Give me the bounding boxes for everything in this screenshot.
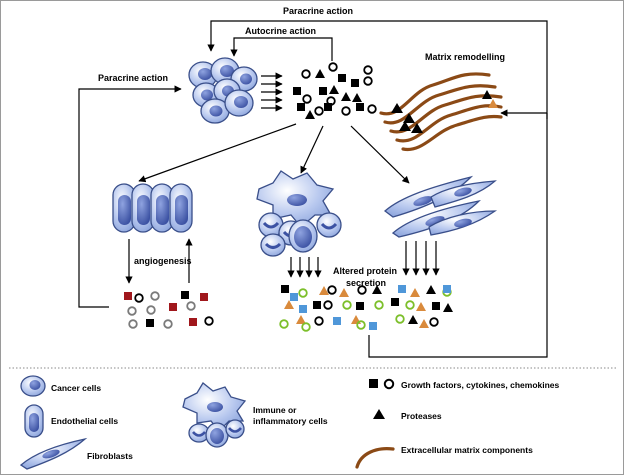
factor-cloud-bottom <box>279 285 453 332</box>
altered-protein-label-1: Altered protein <box>333 266 397 276</box>
paracrine-left-loop <box>78 85 182 308</box>
secretion-arrows-top <box>261 72 283 112</box>
secretion-arrows-right <box>402 241 440 276</box>
legend-ecm-label: Extracellular matrix components <box>401 445 533 455</box>
autocrine-loop <box>230 37 333 61</box>
legend-fibroblast-label: Fibroblasts <box>87 451 133 461</box>
altered-protein-label-2: secretion <box>346 278 386 288</box>
angiogenesis-label: angiogenesis <box>134 256 192 266</box>
legend-immune-label-2: inflammatory cells <box>253 416 328 426</box>
paracrine-left-label: Paracrine action <box>98 73 168 83</box>
legend-immune-label-1: Immune or <box>253 405 297 415</box>
legend-protease-icon <box>373 409 385 419</box>
matrix-remodelling-label: Matrix remodelling <box>425 52 505 62</box>
legend-ecm-icon <box>355 447 395 469</box>
factor-cloud-left <box>124 291 214 329</box>
immune-cells <box>256 170 342 257</box>
legend-protease-label: Proteases <box>401 411 442 421</box>
endothelial-cells <box>112 183 193 233</box>
paracrine-top-loop <box>207 20 548 119</box>
legend-cancer-icon <box>20 375 46 397</box>
return-loop-line <box>368 113 548 358</box>
ecm-proteases <box>391 90 498 133</box>
legend-endothelial-icon <box>24 404 44 438</box>
legend-fibroblast-icon <box>19 437 88 470</box>
legend-growth-icon <box>369 378 395 390</box>
paracrine-top-label: Paracrine action <box>283 6 353 16</box>
fibroblasts <box>383 175 498 238</box>
factor-cloud-top <box>293 62 377 119</box>
legend-immune-icon <box>182 382 247 448</box>
legend-growth-label: Growth factors, cytokines, chemokines <box>401 380 560 390</box>
secretion-arrows-middle <box>287 257 322 278</box>
autocrine-label: Autocrine action <box>245 26 316 36</box>
cancer-cell-cluster <box>188 57 258 124</box>
legend-cancer-label: Cancer cells <box>51 383 101 393</box>
branch-arrows <box>138 123 410 184</box>
legend-endothelial-label: Endothelial cells <box>51 416 118 426</box>
